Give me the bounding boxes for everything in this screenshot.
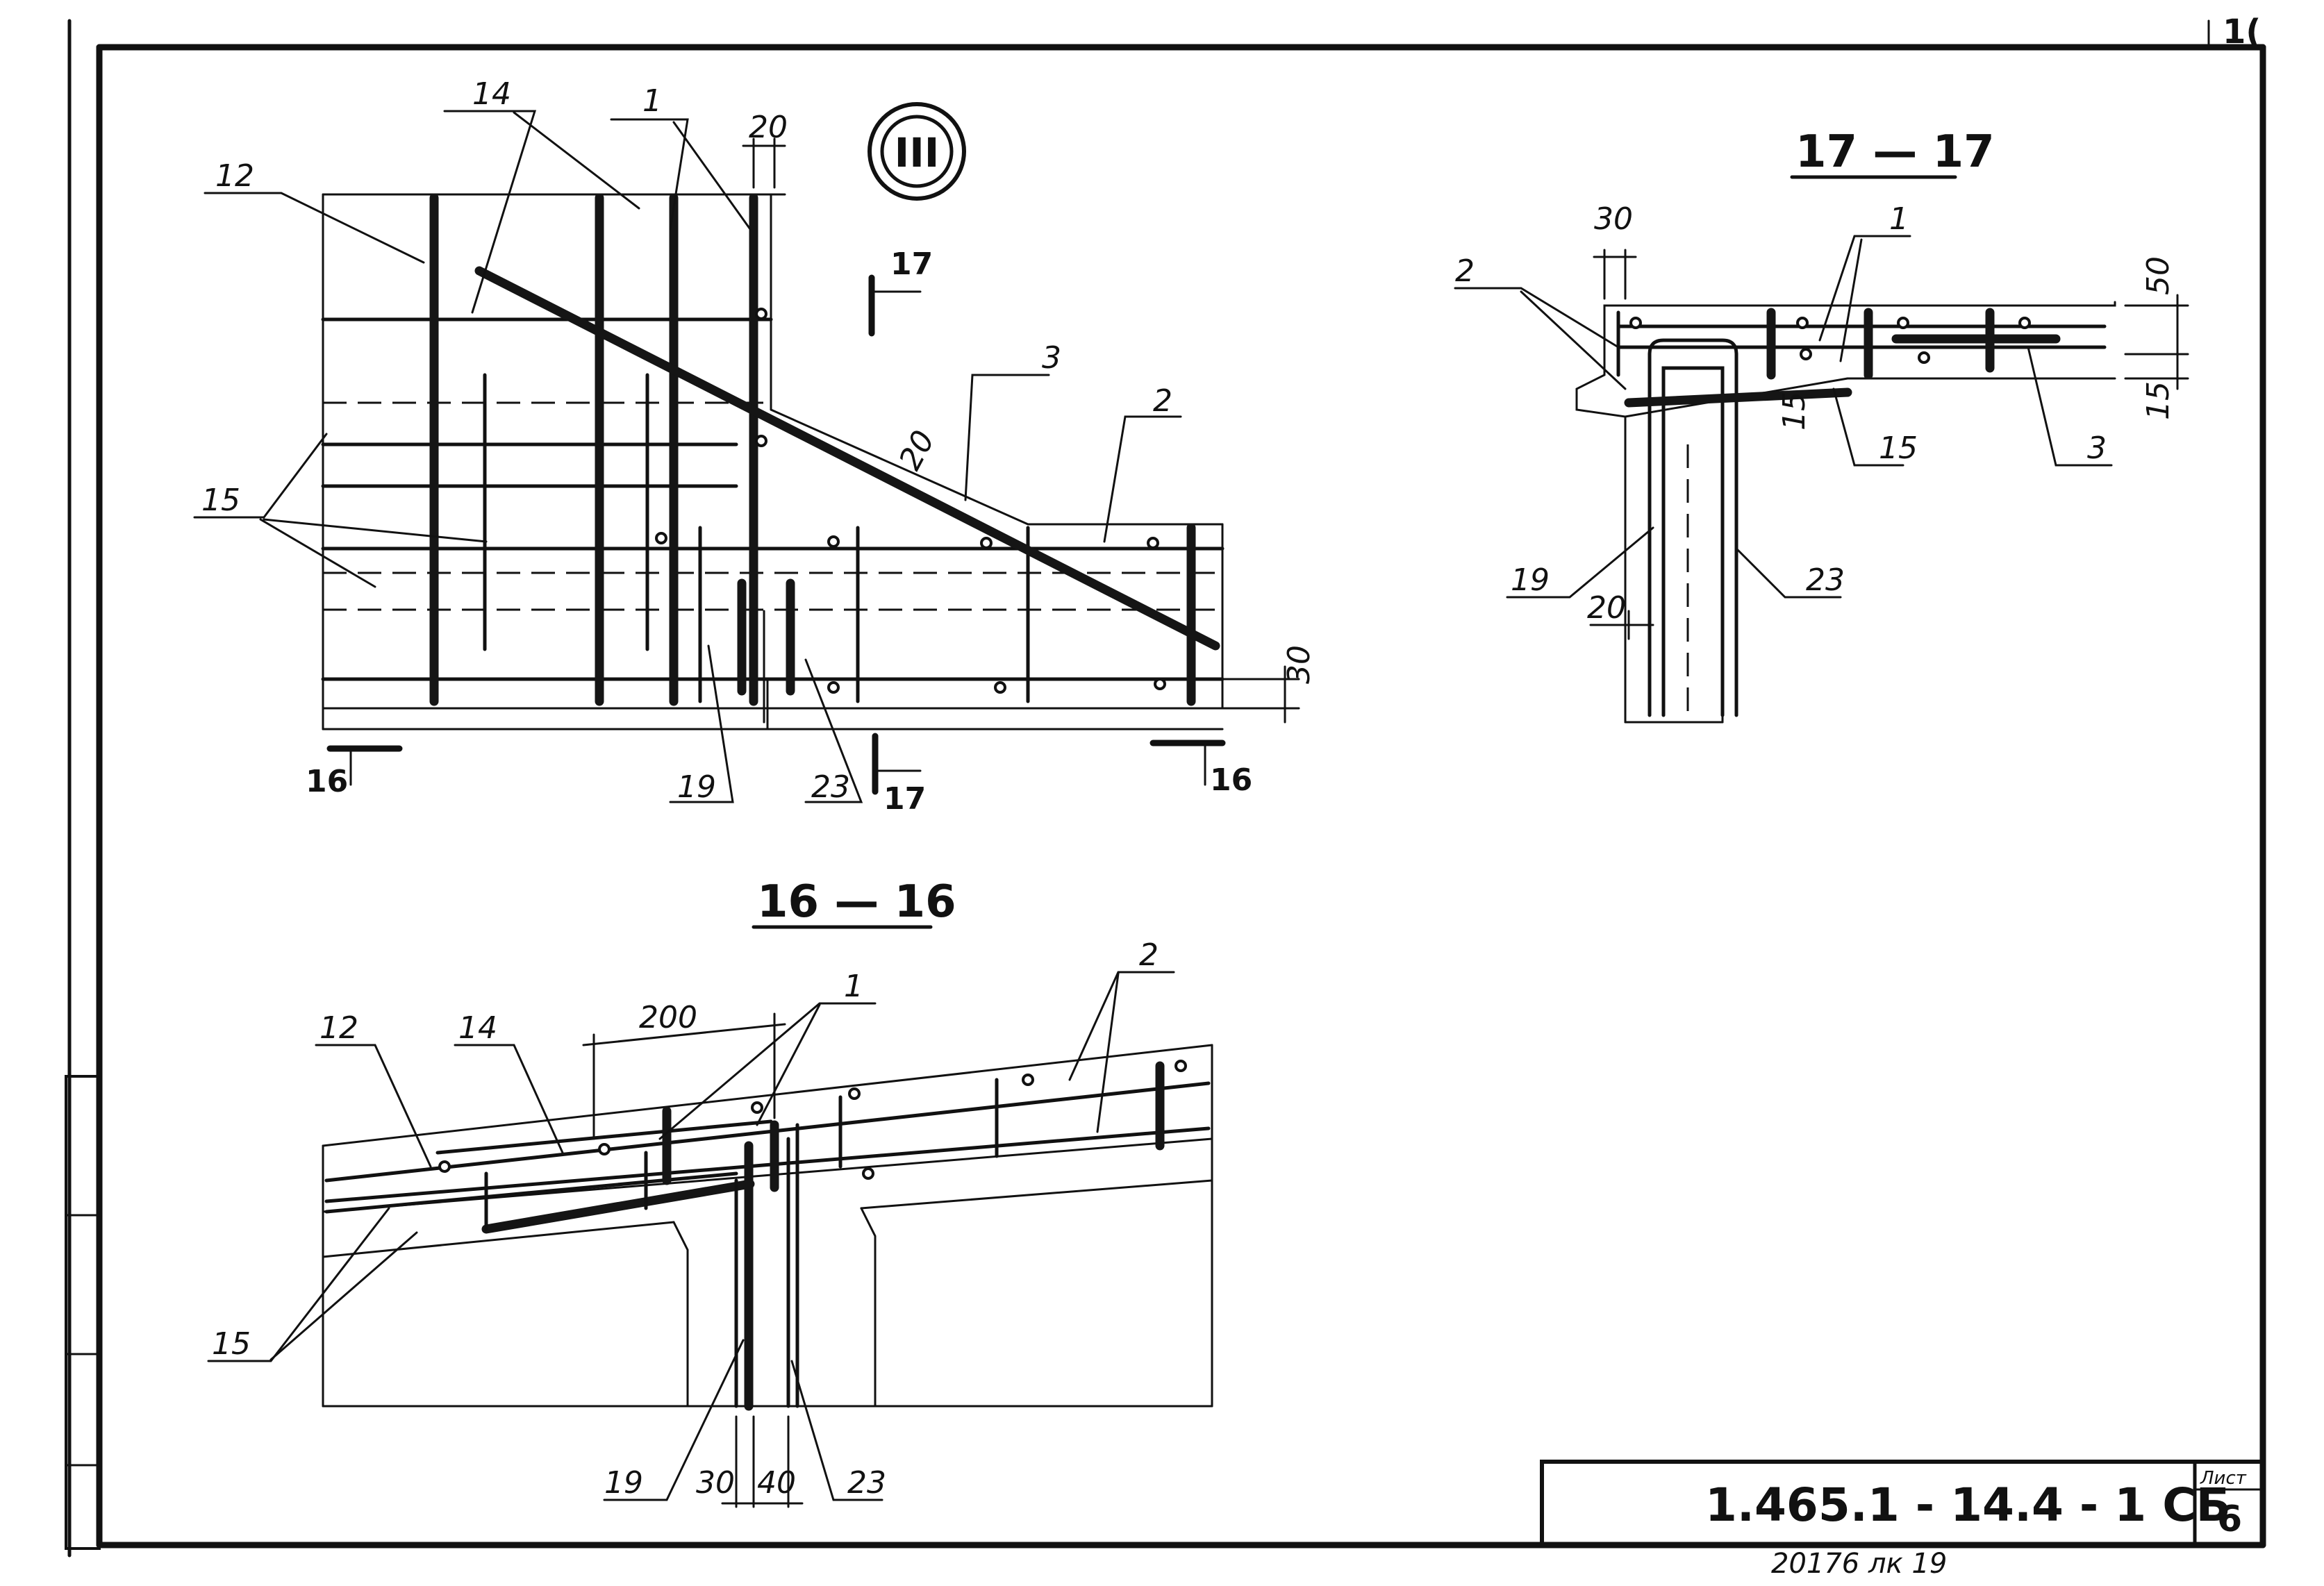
dim-20-plan-top: 20 [749,110,788,145]
dim-40-section16: 40 [757,1465,796,1501]
sheet-number: 6 [2217,1499,2242,1540]
label-1-section17: 1 [1889,201,1909,237]
label-1-section16: 1 [844,969,863,1004]
node-mark: III [895,129,940,176]
dim-15-section17-mid: 15 [1777,392,1812,431]
label-19-section16: 19 [604,1465,643,1501]
label-3-section17: 3 [2087,431,2107,466]
sheet-label: Лист [2200,1468,2247,1489]
label-15-section17: 15 [1879,431,1918,466]
label-2-section17: 2 [1455,253,1475,289]
title-block: 1.465.1 - 14.4 - 1 СБ Лист 6 20176 лк 19 [1540,1460,2265,1580]
dim-200: 200 [639,1000,697,1035]
section-17-17: 17 — 17 [1454,126,2189,724]
label-23-plan: 23 [811,769,850,805]
label-23-section17: 23 [1806,562,1845,598]
dim-30-section17: 30 [1594,201,1633,237]
label-1-plan: 1 [642,83,662,119]
section-mark-17-bottom: 17 [883,781,926,817]
dim-20-section17: 20 [1587,590,1626,626]
label-14-section16: 14 [458,1010,497,1046]
label-12-plan: 12 [215,158,254,194]
label-3-plan: 3 [1042,340,1061,376]
dim-15-section17-right: 15 [2141,381,2176,420]
dim-30-plan: 30 [1281,645,1317,684]
label-2-section16: 2 [1139,937,1159,973]
dim-50-section17: 50 [2141,256,2176,295]
section-16-16: 16 — 16 [207,876,1213,1508]
sheet-code: 1.465.1 - 14.4 - 1 СБ [1705,1478,2231,1532]
label-12-section16: 12 [319,1010,358,1046]
label-19-plan: 19 [677,769,716,805]
sheet-frame: 1( [65,12,2266,1558]
label-15-plan: 15 [201,483,240,518]
dim-30-section16: 30 [696,1465,735,1501]
bottom-note: 20176 лк 19 [1771,1548,1947,1580]
label-19-section17: 19 [1511,562,1550,598]
section-mark-16-right: 16 [1210,762,1252,798]
label-2-plan: 2 [1153,383,1172,419]
node-iii-plan: III [193,76,1317,817]
section-mark-16-left: 16 [306,764,348,799]
label-23-section16: 23 [847,1465,886,1501]
label-14-plan: 14 [472,76,511,112]
label-15-section16: 15 [212,1326,251,1362]
section-mark-17-top: 17 [890,247,933,282]
section-17-title: 17 — 17 [1795,126,1995,178]
section-16-title: 16 — 16 [757,876,956,928]
corner-mark: 1( [2223,12,2261,51]
